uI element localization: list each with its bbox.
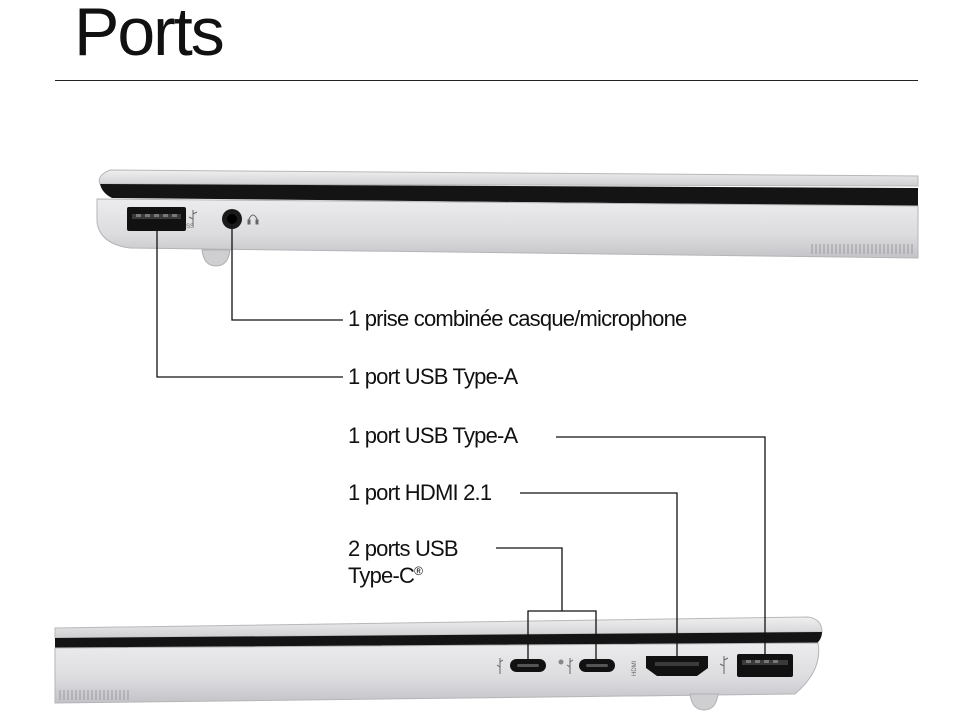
laptop-right-side: HDMI: [54, 616, 823, 711]
callout-usb-a-left: 1 port USB Type-A: [348, 364, 518, 389]
registered-mark: ®: [414, 563, 423, 578]
vent-grille-right: [59, 690, 129, 700]
callout-audio-jack: 1 prise combinée casque/microphone: [348, 306, 687, 331]
usb-icon: [496, 658, 504, 674]
callout-hdmi: 1 port HDMI 2.1: [348, 480, 492, 505]
usb-c-port-1: [510, 659, 546, 672]
usb-icon: [719, 656, 729, 674]
laptop-left-lid: [98, 169, 919, 187]
hdmi-port: [646, 656, 708, 676]
laptop-right-foot: [689, 693, 719, 711]
leader-audio-jack: [231, 228, 343, 321]
usb-c-port-2: [579, 659, 615, 672]
callout-usb-c-type: Type-C: [348, 562, 415, 588]
laptop-left-seam: [100, 184, 918, 206]
callout-usb-c: 2 ports USB Type-C®: [348, 536, 459, 590]
page-title: Ports: [74, 0, 225, 70]
leader-usb-a-left: [156, 231, 343, 378]
laptop-right-base: [54, 642, 820, 704]
callout-usb-c-line1: 2 ports USB: [348, 536, 459, 561]
leader-hdmi: [520, 492, 678, 656]
leader-usb-a-right: [556, 436, 766, 654]
leader-lines: [156, 228, 766, 659]
hdmi-marking: HDMI: [632, 660, 638, 676]
laptop-left-side: SS: [96, 169, 919, 267]
laptop-left-foot: [201, 249, 231, 267]
vent-grille-left: [811, 244, 913, 254]
leader-usb-c-bracket: [527, 610, 597, 659]
leader-usb-c: [496, 547, 563, 611]
audio-jack-port: [222, 209, 242, 229]
headphone-icon: [247, 214, 259, 225]
title-divider: [55, 80, 918, 81]
usb-a-port-left: [127, 207, 186, 231]
laptop-right-lid: [54, 616, 823, 639]
laptop-left-base: [96, 198, 919, 259]
usb-speed-marking: SS: [186, 224, 194, 230]
status-led: [558, 659, 564, 665]
callout-usb-a-right: 1 port USB Type-A: [348, 423, 518, 448]
usb-icon: [188, 210, 198, 226]
usb-icon: [566, 658, 574, 674]
callout-usb-c-line2: Type-C®: [348, 563, 458, 590]
usb-a-port-right: [737, 654, 793, 677]
